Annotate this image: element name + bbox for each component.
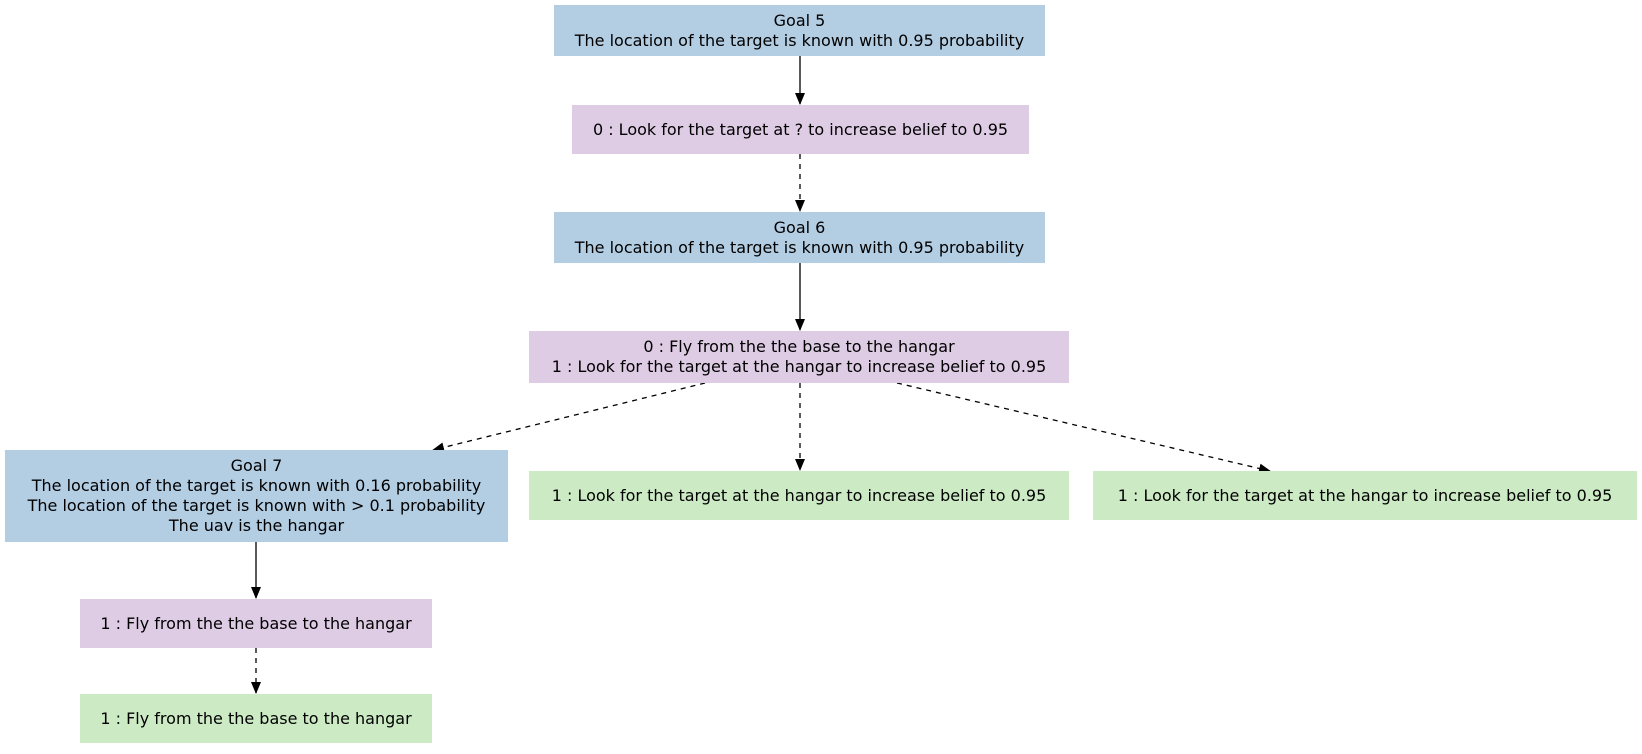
action-node-fly: 1 : Fly from the the base to the hangar bbox=[80, 694, 432, 743]
goal-node-7: Goal 7 The location of the target is kno… bbox=[5, 450, 508, 542]
plan-node-step-0: 0 : Fly from the the base to the hangar bbox=[643, 337, 955, 356]
goal-node-5-condition: The location of the target is known with… bbox=[574, 30, 1025, 50]
plan-node-fly: 1 : Fly from the the base to the hangar bbox=[80, 599, 432, 648]
goal-node-7-title: Goal 7 bbox=[230, 456, 283, 475]
goal-node-6-condition: The location of the target is known with… bbox=[574, 237, 1025, 257]
edge-plan1-goal7 bbox=[432, 382, 706, 453]
plan-node-fly-and-look: 0 : Fly from the the base to the hangar … bbox=[529, 331, 1069, 383]
goal-node-6: Goal 6 The location of the target is kno… bbox=[554, 212, 1045, 263]
action-node-step: 1 : Look for the target at the hangar to… bbox=[551, 485, 1047, 505]
plan-node-step-1: 1 : Look for the target at the hangar to… bbox=[551, 357, 1047, 376]
action-node-step: 1 : Look for the target at the hangar to… bbox=[1117, 485, 1613, 505]
edge-plan1-act2 bbox=[896, 382, 1271, 474]
plan-node-step: 0 : Look for the target at ? to increase… bbox=[592, 119, 1009, 139]
action-node-step: 1 : Fly from the the base to the hangar bbox=[100, 708, 412, 728]
goal-node-7-condition-2: The location of the target is known with… bbox=[27, 496, 486, 515]
action-node-look-center: 1 : Look for the target at the hangar to… bbox=[529, 471, 1069, 520]
plan-node-step: 1 : Fly from the the base to the hangar bbox=[100, 613, 412, 633]
action-node-look-right: 1 : Look for the target at the hangar to… bbox=[1093, 471, 1637, 520]
goal-node-5: Goal 5 The location of the target is kno… bbox=[554, 5, 1045, 56]
goal-node-5-title: Goal 5 bbox=[773, 10, 826, 30]
plan-node-look-for-target: 0 : Look for the target at ? to increase… bbox=[572, 105, 1029, 154]
goal-node-7-condition-1: The location of the target is known with… bbox=[31, 476, 482, 495]
goal-node-7-condition-3: The uav is the hangar bbox=[168, 516, 345, 535]
goal-node-6-title: Goal 6 bbox=[773, 217, 826, 237]
